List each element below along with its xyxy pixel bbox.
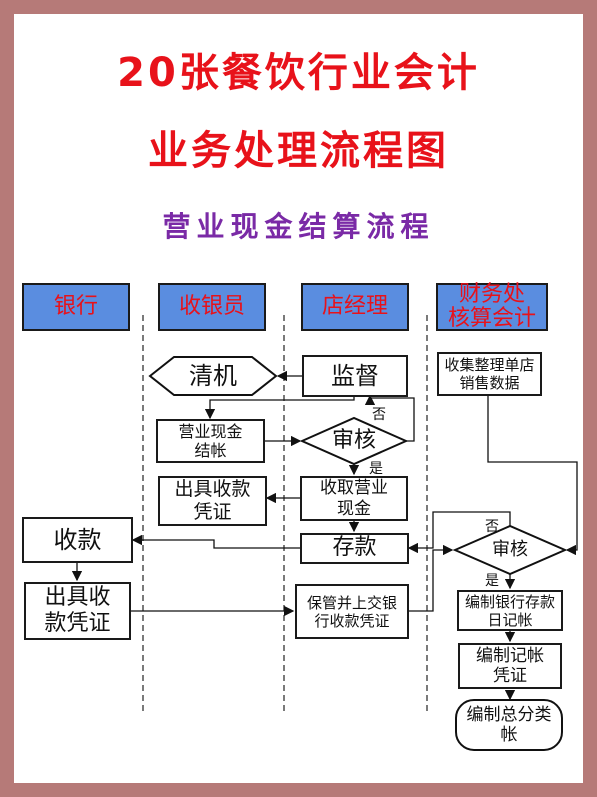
label-no-2: 否: [485, 519, 499, 535]
lane-dividers: [142, 315, 428, 712]
qingji-shape: [148, 356, 278, 396]
lane-finance-line1: 财务处: [458, 281, 525, 307]
lane-cashier: 收银员: [158, 283, 266, 331]
node-chuju1: 出具收款凭证: [158, 476, 267, 526]
node-shouqu: 收取营业现金: [300, 476, 408, 521]
node-cunkuan: 存款: [300, 533, 409, 564]
title-line-2: 业务处理流程图: [148, 128, 449, 174]
node-jiezhang: 营业现金结帐: [156, 419, 265, 463]
shenhe2-shape: [452, 524, 568, 576]
node-jizhang-pingzheng: 编制记帐凭证: [458, 643, 562, 689]
node-baoguan: 保管并上交银行收款凭证: [295, 584, 409, 639]
subtitle: 营业现金结算流程: [162, 210, 435, 243]
lane-finance-line2: 核算会计: [447, 306, 536, 331]
node-zongfen: 编制总分类帐: [466, 704, 552, 745]
node-shenhe1: 审核: [331, 427, 376, 453]
node-shoukuan: 收款: [22, 517, 133, 563]
node-chuju2: 出具收款凭证: [24, 582, 131, 640]
node-shouji: 收集整理单店销售数据: [437, 352, 542, 396]
label-yes-2: 是: [485, 573, 499, 589]
node-shenhe2: 审核: [492, 539, 528, 561]
lane-finance: 财务处 核算会计: [436, 281, 548, 331]
label-yes-1: 是: [369, 461, 383, 477]
lane-manager: 店经理: [301, 283, 409, 331]
node-qingji: 清机: [189, 361, 237, 390]
arrows: [71, 370, 578, 701]
label-no-1: 否: [372, 407, 386, 423]
node-yinhang-rijizhang: 编制银行存款日记帐: [457, 590, 563, 631]
lane-bank: 银行: [22, 283, 130, 331]
node-jiandu: 监督: [302, 355, 408, 397]
title-line-1: 20张餐饮行业会计: [117, 50, 480, 96]
